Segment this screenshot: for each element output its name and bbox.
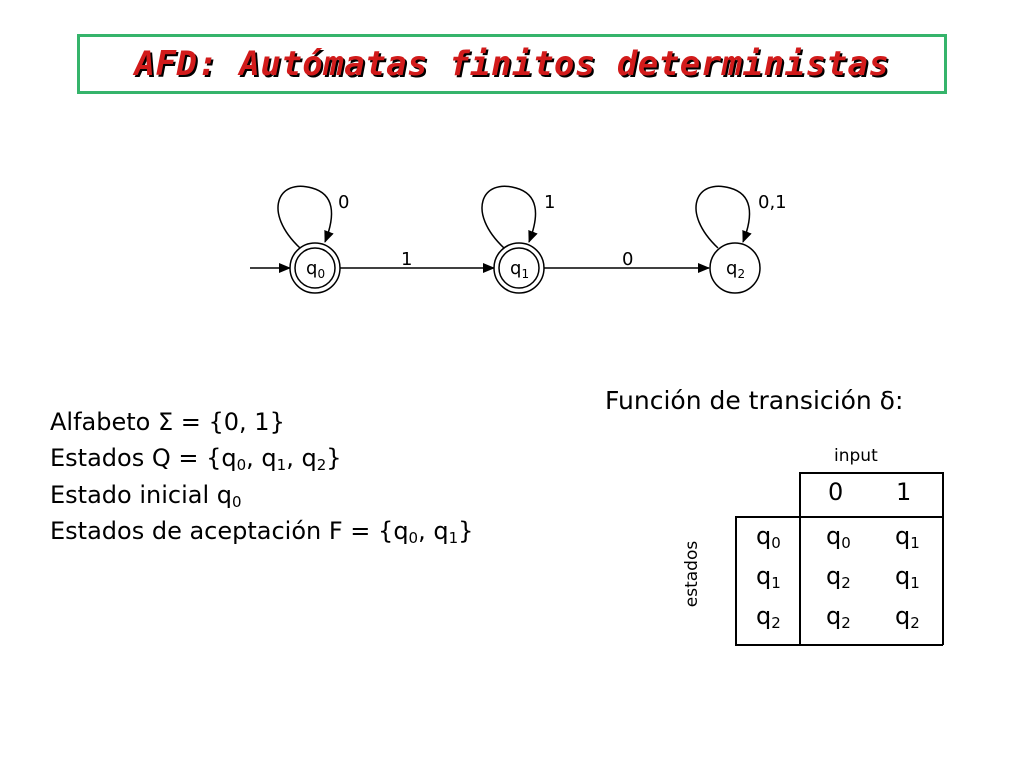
state-q0-outer [289, 242, 341, 294]
automaton-definitions: Alfabeto Σ = {0, 1} Estados Q = {q0, q1,… [50, 404, 473, 550]
transition-q1-q2-label: 0 [622, 249, 633, 270]
state-q2-circle [709, 242, 761, 294]
loop-q1 [481, 185, 538, 249]
column-header-0: 0 [828, 478, 844, 506]
initial-state-line: Estado inicial q0 [50, 480, 242, 511]
state-diagram: q0 q1 q2 0 1 1 0 0,1 [250, 185, 787, 294]
row-state-1: q1 [756, 562, 781, 592]
column-header-1: 1 [896, 478, 912, 506]
state-q1-outer [493, 242, 545, 294]
state-q0: q0 [289, 242, 341, 294]
state-q2: q2 [709, 242, 761, 294]
sigma-symbol: Σ [157, 408, 174, 436]
table-header-border [735, 516, 943, 518]
slide-title: AFD: Autómatas finitos deterministas [134, 44, 890, 84]
table-right-border [942, 472, 944, 645]
states-axis-label: estados [682, 540, 702, 608]
row-state-2: q2 [756, 602, 781, 632]
transition-q0-q1-label: 1 [401, 249, 412, 270]
loop-q0-label: 0 [338, 192, 349, 213]
accepting-states-line: Estados de aceptación F = {q0, q1} [50, 517, 474, 547]
cell-2-0: q2 [826, 602, 851, 632]
state-q2-label: q2 [726, 258, 745, 281]
row-state-0: q0 [756, 522, 781, 552]
cell-1-1: q1 [895, 562, 920, 592]
table-left-border [735, 516, 737, 645]
loop-q2 [695, 185, 752, 249]
state-q1-label: q1 [510, 258, 529, 281]
title-box: AFD: Autómatas finitos deterministas [77, 34, 947, 94]
state-q0-label: q0 [306, 258, 325, 281]
alphabet-line: Alfabeto Σ = {0, 1} [50, 408, 285, 436]
transition-function-title: Función de transición δ: [605, 386, 904, 415]
input-label: input [834, 446, 878, 466]
state-q1: q1 [493, 242, 545, 294]
cell-0-1: q1 [895, 522, 920, 552]
cell-0-0: q0 [826, 522, 851, 552]
state-q1-inner [498, 247, 540, 289]
loop-q1-label: 1 [544, 192, 555, 213]
table-top-border [799, 472, 943, 474]
delta-symbol: δ [879, 386, 895, 415]
table-bottom-border [735, 644, 943, 646]
cell-1-0: q2 [826, 562, 851, 592]
loop-q2-label: 0,1 [758, 192, 787, 213]
states-line: Estados Q = {q0, q1, q2} [50, 444, 342, 474]
table-state-divider [799, 472, 801, 645]
state-q0-inner [294, 247, 336, 289]
cell-2-1: q2 [895, 602, 920, 632]
loop-q0 [277, 185, 334, 249]
